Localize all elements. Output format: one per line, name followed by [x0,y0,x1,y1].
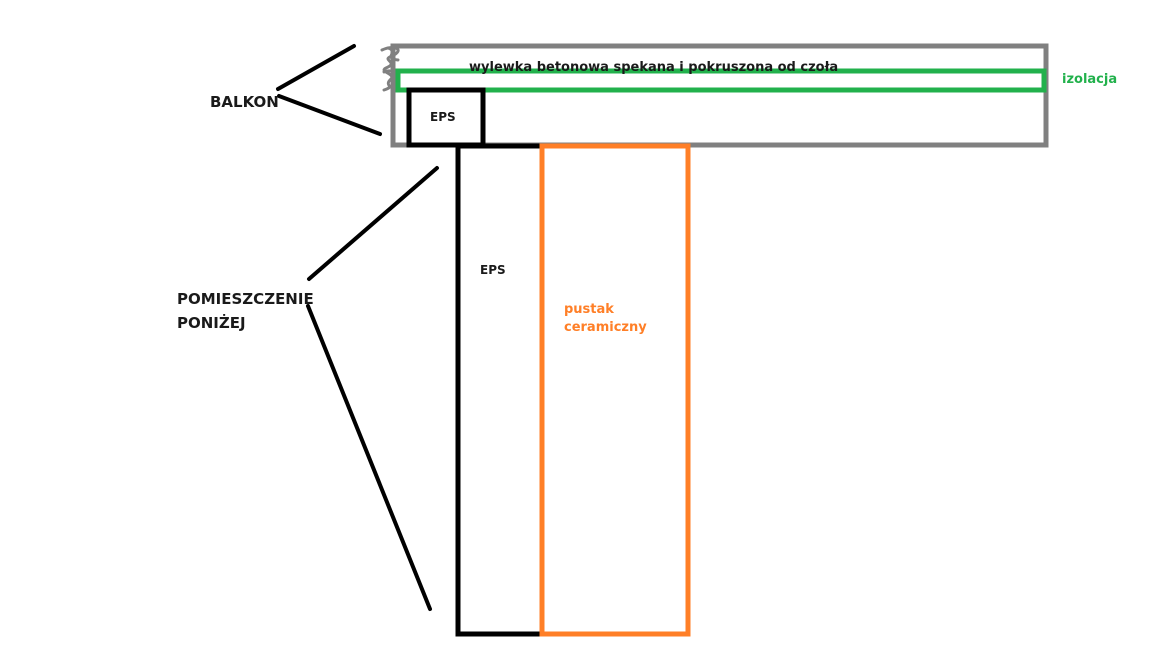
ceramic-block-wall [539,143,691,637]
leader-line-room-lower [306,304,432,611]
label-balkon: BALKON [210,93,279,111]
label-room-below-line2: PONIŻEJ [177,313,246,332]
leader-line-balkon-upper [276,44,356,91]
label-eps-slab-edge: EPS [430,110,456,124]
label-room-below-line1: POMIESZCZENIE [177,290,314,308]
label-insulation: izolacja [1062,72,1117,87]
insulation-layer [395,68,1047,93]
eps-wall [455,143,545,637]
label-screed: wylewka betonowa spekana i pokruszona od… [469,60,838,75]
label-brick-line2: ceramiczny [564,320,647,335]
balcony-slab [390,43,1049,148]
eps-slab-edge [406,87,486,148]
leader-line-balkon-lower [277,94,382,136]
label-brick-line1: pustak [564,302,614,317]
leader-line-room-upper [307,166,439,281]
label-eps-wall: EPS [480,263,506,277]
